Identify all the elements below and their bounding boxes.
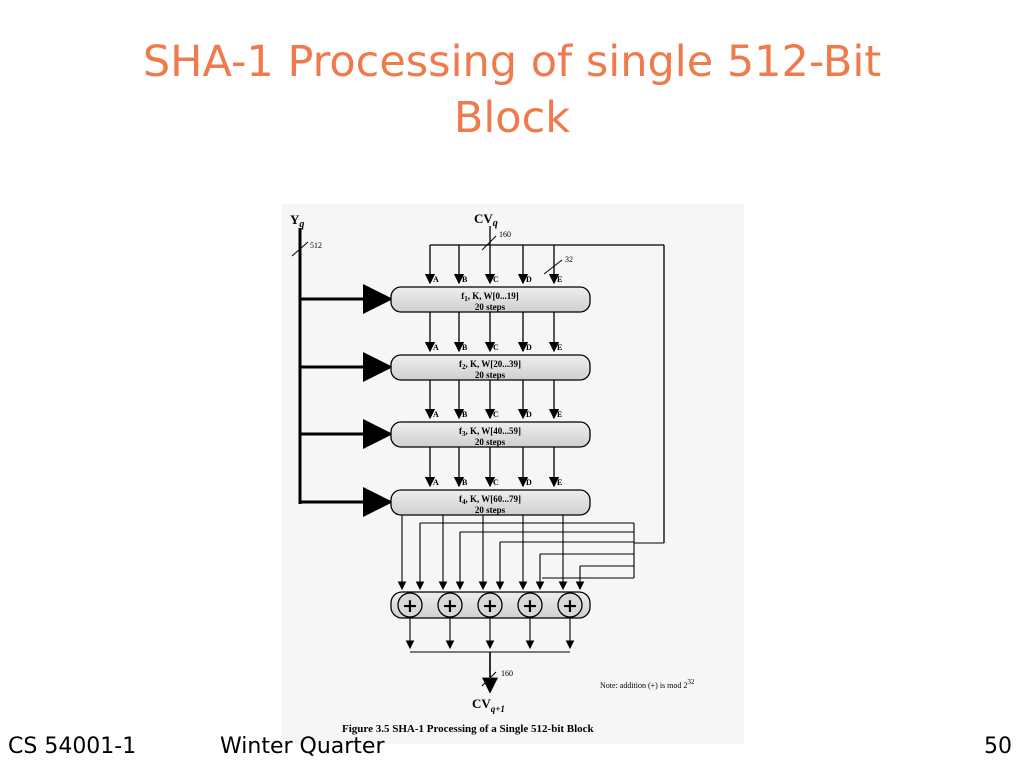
stage-1-steps: 20 steps [475, 302, 506, 312]
label-160-bottom: 160 [501, 669, 513, 678]
cv-output-label: CVq+1 [472, 696, 505, 714]
adder-4 [517, 592, 543, 618]
adder-1 [397, 592, 423, 618]
register-label-c-row1: C [493, 275, 499, 284]
register-label-c-row3: C [493, 410, 499, 419]
stage-1: f1, K, W[0...19] 20 steps [390, 286, 591, 313]
register-label-e-row3: E [557, 410, 562, 419]
adder-1-symbol: + [402, 595, 418, 617]
slide-title-line1: SHA-1 Processing of single 512-Bit [142, 37, 882, 87]
label-512: 512 [310, 241, 322, 250]
register-label-d-row4: D [526, 478, 532, 487]
sha1-diagram: Yq 512 CVq 160 32 A B C D E A B C D E A B C D E A B C D E [290, 211, 695, 735]
register-label-b-row1: B [462, 275, 468, 284]
register-label-a-row4: A [433, 478, 439, 487]
stage4-to-adders [397, 515, 568, 591]
adder-5-symbol: + [562, 595, 578, 617]
register-label-d-row2: D [526, 343, 532, 352]
footer-term: Winter Quarter [220, 734, 385, 759]
register-label-e-row4: E [557, 478, 562, 487]
adder-3-symbol: + [482, 595, 498, 617]
label-160-top: 160 [499, 230, 511, 239]
modular-adders: + + + + + [390, 591, 591, 619]
stage-1-function: f1, K, W[0...19] [461, 291, 519, 303]
register-label-a-row2: A [433, 343, 439, 352]
cvq-label: CVq [474, 211, 498, 229]
register-label-d-row3: D [526, 410, 532, 419]
stage-4-function: f4, K, W[60...79] [459, 494, 521, 506]
register-label-a-row3: A [433, 410, 439, 419]
stage-4-steps: 20 steps [475, 505, 506, 515]
stage-2: f2, K, W[20...39] 20 steps [390, 354, 591, 381]
register-label-c-row2: C [493, 343, 499, 352]
footer-page-number: 50 [984, 734, 1012, 759]
adder-3 [477, 592, 503, 618]
adder-4-symbol: + [522, 595, 538, 617]
stage-4: f4, K, W[60...79] 20 steps [390, 489, 591, 516]
register-label-a-row1: A [433, 275, 439, 284]
stage-connections [424, 312, 560, 488]
adders-to-output [405, 618, 575, 694]
register-label-e-row2: E [557, 343, 562, 352]
slide-title-line2: Block [453, 93, 571, 143]
adder-2-symbol: + [442, 595, 458, 617]
note-mod: Note: addition (+) is mod 232 [600, 678, 695, 690]
adder-5 [557, 592, 583, 618]
stage-3: f3, K, W[40...59] 20 steps [390, 421, 591, 448]
register-label-d-row1: D [526, 275, 532, 284]
adder-2 [437, 592, 463, 618]
stage-3-function: f3, K, W[40...59] [459, 426, 521, 438]
register-label-b-row4: B [462, 478, 468, 487]
register-label-e-row1: E [557, 275, 562, 284]
cvq-input: CVq 160 32 [424, 211, 665, 543]
figure-caption: Figure 3.5 SHA-1 Processing of a Single … [342, 723, 595, 735]
stage-2-function: f2, K, W[20...39] [459, 359, 521, 371]
feedforward-to-adders [415, 522, 664, 591]
register-labels: A B C D E A B C D E A B C D E A B C D E [433, 275, 562, 487]
sha1-figure: Yq 512 CVq 160 32 A B C D E A B C D E A B C D E A B C D E [282, 204, 744, 744]
register-label-b-row2: B [462, 343, 468, 352]
register-label-b-row3: B [462, 410, 468, 419]
stage-4-box [390, 489, 591, 516]
register-label-c-row4: C [493, 478, 499, 487]
yq-label: Yq [290, 212, 304, 230]
label-32: 32 [565, 255, 573, 264]
stage-2-steps: 20 steps [475, 370, 506, 380]
footer-course: CS 54001-1 [8, 734, 137, 759]
stage-3-steps: 20 steps [475, 437, 506, 447]
yq-input: Yq 512 [290, 212, 393, 517]
slide-title: SHA-1 Processing of single 512-Bit Block [0, 34, 1024, 146]
